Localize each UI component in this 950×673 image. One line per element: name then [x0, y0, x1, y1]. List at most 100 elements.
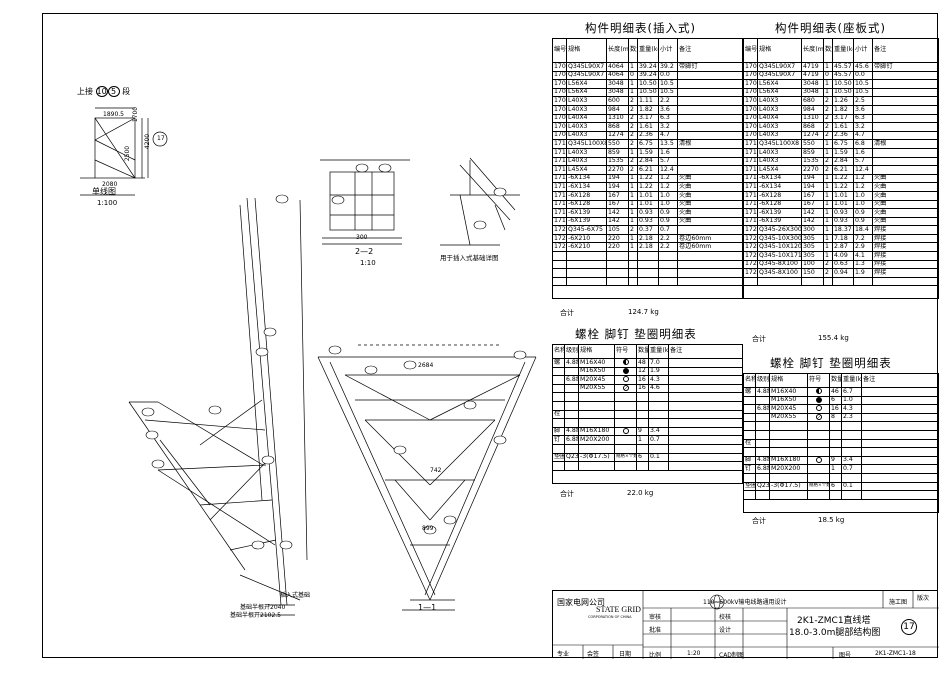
table-cell: 6.8级	[564, 435, 579, 445]
table-cell: 卷边60mm	[677, 242, 743, 253]
table-cell: 1.0	[658, 199, 678, 210]
table-cell	[841, 421, 862, 431]
slash-bolt-symbol-icon	[622, 385, 629, 391]
table-cell: 1714	[552, 173, 567, 184]
table-cell	[829, 447, 842, 457]
table-cell: 1.22	[832, 173, 854, 184]
table-cell: 2	[823, 104, 833, 115]
table-cell: 3.17	[832, 113, 854, 124]
table-cell: 4064	[606, 62, 629, 72]
remark-cell	[861, 412, 939, 423]
drawing-frame	[42, 13, 938, 658]
table-cell	[677, 122, 743, 132]
table-cell: 1.01	[832, 199, 854, 210]
table-cell	[564, 443, 579, 454]
table-cell: 0.93	[637, 216, 659, 227]
table-cell: 1715	[552, 182, 567, 192]
table-cell: 45.57	[832, 62, 854, 72]
table-cell: -6X128	[757, 190, 802, 201]
table-cell: 550	[606, 139, 629, 149]
table-cell: 142	[606, 216, 629, 227]
date-label: 日期	[619, 651, 632, 658]
table-cell	[648, 461, 669, 471]
table-cell: 1701	[743, 62, 758, 72]
table-row: 钉6.8级M20X20010.7	[552, 435, 743, 445]
remark-cell	[668, 383, 743, 394]
symbol-cell	[807, 447, 830, 457]
table-row	[743, 490, 939, 500]
table-cell: 45.57	[832, 70, 854, 81]
stage-label: 施工图	[889, 599, 908, 606]
table-cell: 8	[829, 412, 842, 423]
table-cell: 9	[829, 455, 842, 466]
symbol-cell	[807, 429, 830, 440]
drawing-no: 2K1-ZMC1-18	[875, 650, 916, 657]
table-cell: 火曲	[677, 190, 743, 201]
table-cell: 1.22	[832, 182, 854, 192]
table-cell: 1.01	[637, 190, 659, 201]
table-row	[552, 461, 743, 471]
circ-bolt-symbol-icon	[622, 376, 629, 383]
table-cell	[755, 395, 770, 406]
table-cell	[636, 400, 649, 411]
symbol-cell	[807, 438, 830, 449]
table-cell: -6X128	[566, 190, 607, 201]
table-cell: M16X180	[578, 426, 615, 437]
table-row	[743, 276, 939, 287]
table-cell: 4.3	[648, 375, 669, 385]
table-row: 1706L40X398421.823.6	[743, 104, 939, 115]
table-cell: L40X3	[566, 122, 607, 132]
table-cell: Q345L90X7	[566, 62, 607, 72]
table-cell: 305	[801, 233, 824, 244]
table-cell: 39.24	[637, 62, 659, 72]
dim-2080: 2080	[102, 181, 118, 188]
table-cell: 1274	[606, 130, 629, 141]
table-cell: 1	[823, 251, 833, 261]
table-cell: 305	[801, 251, 824, 261]
table-cell: 194	[606, 173, 629, 184]
table-row: 1710Q345L100X855016.756.8清根	[743, 139, 939, 149]
brand-sub: CORPORATION OF CHINA	[588, 615, 632, 619]
table-cell: 3.4	[648, 426, 669, 437]
table-cell: 脚	[552, 426, 565, 437]
table-cell: L40X3	[757, 104, 802, 115]
table-cell: 1704	[552, 87, 567, 98]
table-cell: 2	[823, 259, 833, 270]
table-cell: 1	[628, 182, 638, 192]
table-cell	[578, 461, 615, 471]
table-cell: 火曲	[677, 199, 743, 210]
table-cell: L40X3	[757, 156, 802, 167]
table-cell	[564, 400, 579, 411]
remark-cell	[668, 358, 743, 368]
remark-cell	[861, 395, 939, 406]
table-cell: 1	[823, 216, 833, 227]
table-cell: 1718	[743, 208, 758, 218]
sheet-number-circle: 17	[901, 619, 917, 635]
table-cell	[757, 276, 802, 287]
table-cell	[677, 156, 743, 167]
table-cell	[636, 443, 649, 454]
table-cell: 1726	[552, 225, 567, 235]
bolt-table-right: 名称级别规格符号数量重量(kg)备注 螺4.8级M16X40466.7M16X5…	[743, 373, 939, 513]
table-cell	[677, 225, 743, 235]
table-cell: 1.26	[832, 96, 854, 106]
table-cell: Q345L90X7	[566, 70, 607, 81]
table-cell: 2270	[801, 165, 824, 175]
table-cell: 10.5	[853, 87, 873, 98]
table-cell	[755, 438, 770, 449]
table-cell: 167	[801, 190, 824, 201]
table-cell: 钉	[743, 464, 756, 474]
table-cell	[743, 429, 756, 440]
table-cell: 4.09	[832, 251, 854, 261]
table-cell	[743, 404, 756, 414]
circ-bolt-symbol-icon	[815, 405, 822, 412]
symbol-cell	[614, 443, 637, 454]
